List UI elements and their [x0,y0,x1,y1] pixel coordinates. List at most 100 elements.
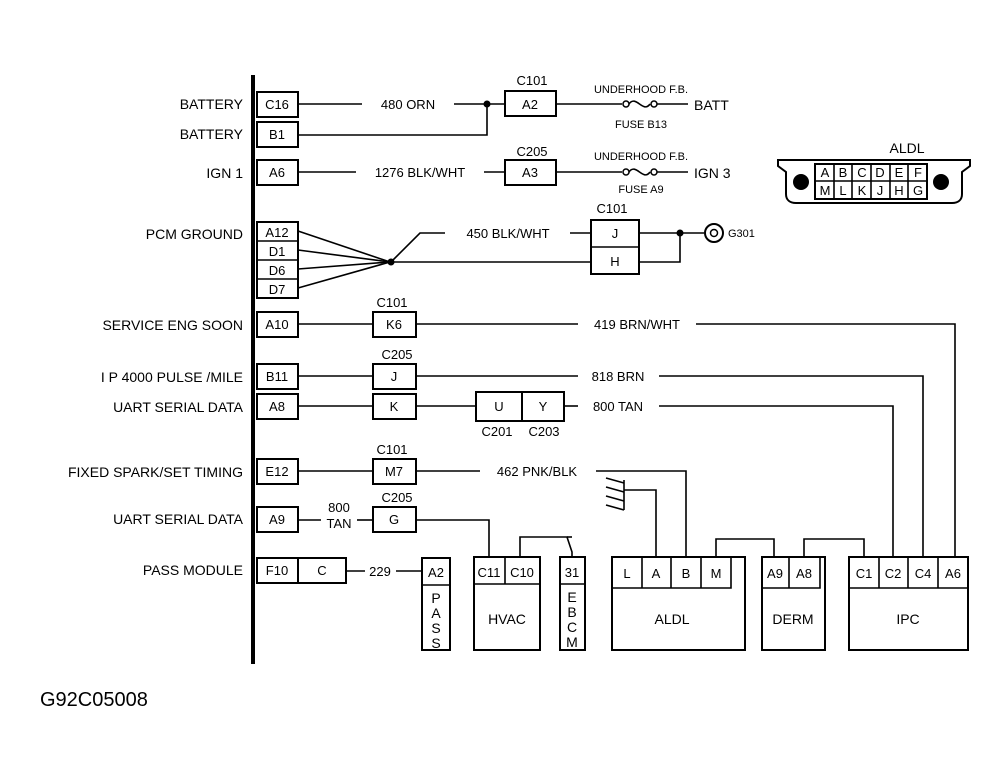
pin-a8: A8 [269,399,285,414]
label-ign1: IGN 1 [206,165,243,181]
derm-pin-a8: A8 [796,566,812,581]
aldl-bottom-pin-1: L [839,183,846,198]
wire-1276: 1276 BLK/WHT [375,165,465,180]
pin-c16: C16 [265,97,289,112]
conn-c101-d: C101 [376,442,407,457]
aldl-bottom-pin-2: K [858,183,867,198]
conn-pin-a2: A2 [522,97,538,112]
module-aldl: L A B M ALDL [611,556,746,651]
fuse-a9: FUSE A9 [618,184,663,196]
conn-c101-a: C101 [516,73,547,88]
aldl-bottom-pin-0: M [820,183,831,198]
conn-pin-u: U [494,399,503,414]
wire-480: 480 ORN [381,97,435,112]
conn-pin-g: G [389,512,399,527]
aldl-top-pin-1: B [839,165,848,180]
uart-1-circuit: K U Y C201 C203 800 TAN [298,391,894,557]
conn-c201: C201 [481,424,512,439]
pin-f10: F10 [266,563,288,578]
ebcm-pin: 31 [565,565,579,580]
aldl-top-pin-4: E [895,165,904,180]
aldl-top-pin-0: A [821,165,830,180]
label-fixed-spark: FIXED SPARK/SET TIMING [68,464,243,480]
pcm-labels: BATTERY BATTERY IGN 1 PCM GROUND SERVICE… [68,96,244,578]
module-ipc: C1 C2 C4 A6 IPC [848,556,969,651]
derm-name: DERM [772,611,813,627]
ebcm-letter-0: E [567,589,576,605]
wire-229: 229 [369,564,391,579]
conn-pin-j1: J [612,226,619,241]
conn-c205-c: C205 [381,490,412,505]
pin-a10: A10 [265,317,288,332]
module-pass: A2 P A S S [421,557,451,651]
wire-462: 462 PNK/BLK [497,464,578,479]
ebcm-letter-3: M [566,634,578,650]
pin-b1: B1 [269,127,285,142]
conn-pin-j2: J [391,369,398,384]
underhood-fb-2: UNDERHOOD F.B. [594,151,688,163]
conn-pin-k: K [390,399,399,414]
conn-pin-m7: M7 [385,464,403,479]
pin-a6: A6 [269,165,285,180]
aldl-top-pin-5: F [914,165,922,180]
hvac-pin-c11: C11 [478,565,501,580]
ebcm-letter-2: C [567,619,577,635]
aldl-connector-face: ALDL A B C D E F M L K J H G [777,140,971,204]
pin-d1: D1 [269,244,286,259]
ses-circuit: C101 K6 419 BRN/WHT [298,295,956,557]
underhood-fb-1: UNDERHOOD F.B. [594,84,688,96]
label-pcm-ground: PCM GROUND [146,226,243,242]
ipc-pin-c2: C2 [885,566,902,581]
label-battery-2: BATTERY [180,126,244,142]
wire-419: 419 BRN/WHT [594,317,680,332]
wire-800-1: 800 TAN [593,399,643,414]
wire-800-2b: TAN [326,516,351,531]
figure-id: G92C05008 [40,689,148,711]
label-ip-pulse: I P 4000 PULSE /MILE [101,369,243,385]
derm-pin-a9: A9 [767,566,783,581]
batt-label: BATT [694,97,729,113]
aldl-right-terminal-icon [933,174,949,190]
conn-c101-b: C101 [596,201,627,216]
aldl-left-terminal-icon [793,174,809,190]
ign3-label: IGN 3 [694,165,731,181]
label-uart-2: UART SERIAL DATA [113,511,244,527]
aldl-pin-l: L [623,566,630,581]
wire-800-2a: 800 [328,500,350,515]
conn-c203: C203 [528,424,559,439]
pin-d6: D6 [269,263,286,278]
aldl-pin-a: A [652,566,661,581]
ipc-pin-a6: A6 [945,566,961,581]
fixed-spark-circuit: C101 M7 462 PNK/BLK [298,442,687,557]
wire-450: 450 BLK/WHT [466,226,549,241]
conn-pin-h: H [610,254,619,269]
aldl-top-pin-3: D [875,165,884,180]
pass-circuit: 229 [346,564,422,579]
pin-a9: A9 [269,512,285,527]
wire-818: 818 BRN [592,369,645,384]
aldl-bottom-pin-4: H [894,183,903,198]
battery-circuit: 480 ORN C101 A2 UNDERHOOD F.B. FUSE B13 … [298,73,729,136]
aldl-top-pin-2: C [857,165,866,180]
aldl-connector-title: ALDL [889,140,924,156]
hvac-name: HVAC [488,611,526,627]
ign-circuit: 1276 BLK/WHT C205 A3 UNDERHOOD F.B. FUSE… [298,144,731,196]
ground-circuit: 450 BLK/WHT C101 J H G301 [297,201,755,289]
pass-letter-1: A [431,605,441,621]
conn-c205-b: C205 [381,347,412,362]
aldl-bottom-pin-5: G [913,183,923,198]
conn-pin-y: Y [539,399,548,414]
aldl-pin-b: B [682,566,691,581]
pin-e12: E12 [265,464,288,479]
pin-c: C [317,563,326,578]
hvac-pin-c10: C10 [510,565,534,580]
ipc-name: IPC [896,611,919,627]
module-hvac: C11 C10 HVAC [473,556,541,651]
conn-pin-k6: K6 [386,317,402,332]
ipc-pin-c1: C1 [856,566,873,581]
label-uart-1: UART SERIAL DATA [113,399,244,415]
aldl-bottom-pin-3: J [877,183,884,198]
pass-letter-2: S [431,620,440,636]
aldl-name: ALDL [654,611,689,627]
